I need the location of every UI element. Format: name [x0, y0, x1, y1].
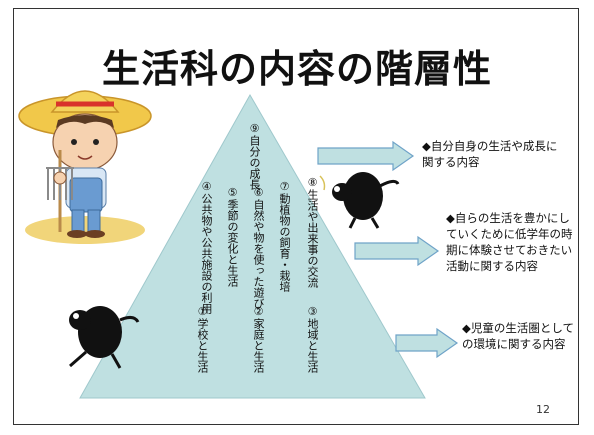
note-activities: ◆自らの生活を豊かにしていくために低学年の時期に体験させておきたい活動に関する内…: [446, 211, 573, 273]
pyramid-middle-item-2: ⑦動植物の飼育・栽培: [278, 180, 291, 292]
pyramid-shape: [79, 93, 426, 399]
note-environment: ◆児童の生活圏としての環境に関する内容: [462, 321, 574, 351]
pyramid-middle-item-1: ⑧生活や出来事の交流: [306, 176, 319, 288]
pyramid-middle-item-3: ⑥自然や物を使った遊び: [252, 186, 265, 309]
creature-right-illustration: [319, 172, 400, 229]
creature-left-illustration: [69, 306, 140, 369]
pyramid-middle-item-4: ⑤季節の変化と生活: [226, 186, 239, 287]
page-number: 12: [536, 403, 550, 416]
note-self-growth: ◆自分自身の生活や成長に関する内容: [422, 139, 558, 169]
arrow-top: [317, 140, 415, 172]
pyramid-middle-item-5: ④公共物や公共施設の利用: [200, 180, 213, 314]
arrow-middle: [354, 235, 440, 267]
pyramid-apex-label: ⑨自分の成長: [248, 122, 261, 190]
pyramid-base-item-3: ③地域と生活: [306, 305, 319, 373]
arrow-bottom: [395, 327, 459, 359]
slide-title: 生活科の内容の階層性: [101, 47, 492, 91]
pyramid-base-item-2: ②家庭と生活: [252, 305, 265, 373]
pyramid-base-item-1: ①学校と生活: [196, 305, 209, 373]
farmer-illustration: [18, 90, 152, 244]
